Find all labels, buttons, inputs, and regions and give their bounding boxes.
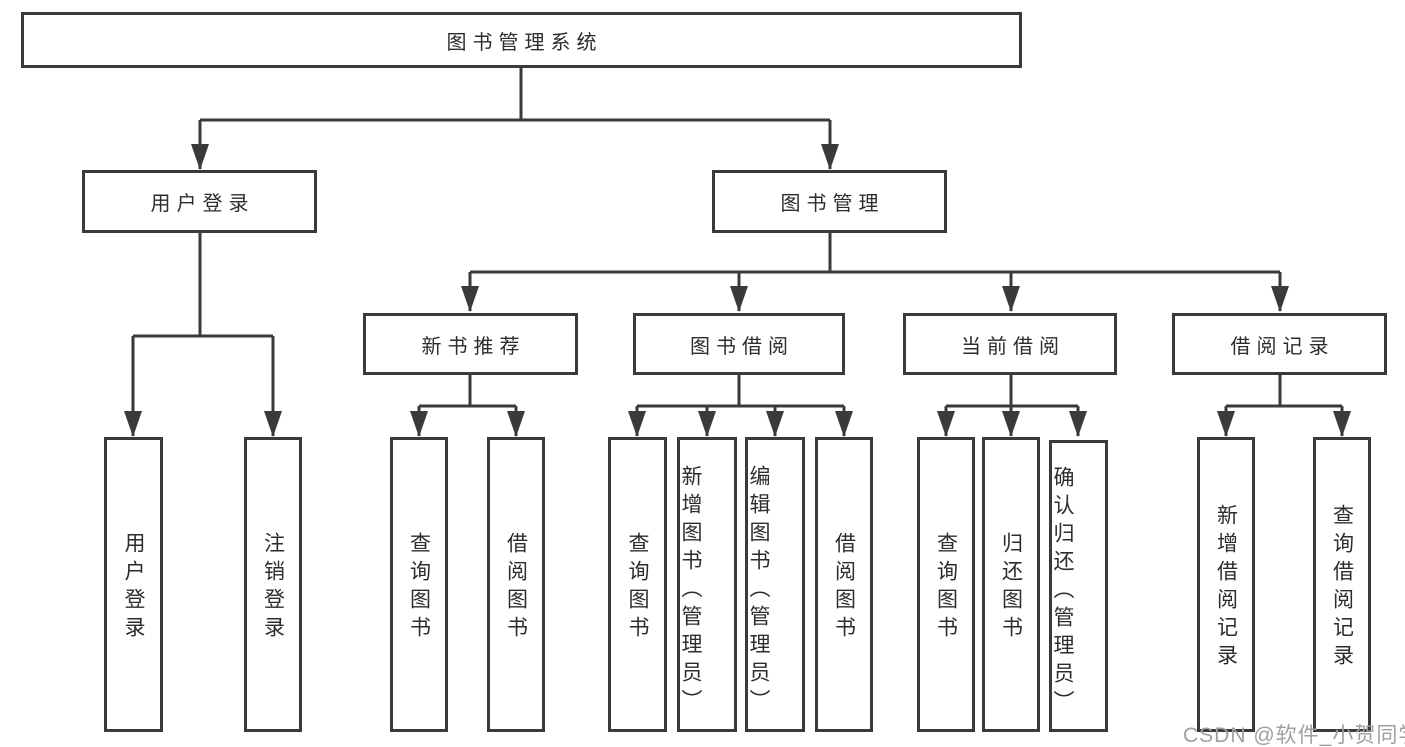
leaf-confirm-return-admin-label: 确认归还（管理员）	[1051, 466, 1074, 718]
leaf-confirm-return-admin: 确认归还（管理员）	[1049, 440, 1108, 732]
leaf-query-books-2-label: 查询图书	[626, 532, 649, 644]
leaf-add-borrow-record: 新增借阅记录	[1197, 437, 1255, 732]
node-book-management-label: 图书管理	[780, 193, 885, 215]
leaf-query-borrow-record: 查询借阅记录	[1313, 437, 1371, 732]
node-user-login: 用户登录	[82, 170, 317, 233]
node-book-management: 图书管理	[712, 170, 947, 233]
leaf-query-books-2: 查询图书	[608, 437, 667, 732]
leaf-user-login: 用户登录	[104, 437, 163, 732]
leaf-borrow-books-2: 借阅图书	[815, 437, 873, 732]
leaf-user-login-label: 用户登录	[122, 532, 145, 644]
leaf-borrow-books-1: 借阅图书	[487, 437, 545, 732]
leaf-add-borrow-record-label: 新增借阅记录	[1214, 504, 1238, 672]
leaf-return-books: 归还图书	[982, 437, 1040, 732]
leaf-edit-book-admin-label: 编辑图书（管理员）	[747, 464, 770, 717]
node-borrow-records: 借阅记录	[1172, 313, 1387, 375]
node-new-book-recommend: 新书推荐	[363, 313, 578, 375]
leaf-query-books-3-label: 查询图书	[934, 532, 958, 644]
node-book-borrow: 图书借阅	[633, 313, 845, 375]
leaf-borrow-books-2-label: 借阅图书	[832, 532, 856, 644]
leaf-add-book-admin: 新增图书（管理员）	[677, 437, 737, 732]
node-book-borrow-label: 图书借阅	[690, 335, 794, 358]
node-new-book-recommend-label: 新书推荐	[421, 335, 526, 358]
leaf-query-books-1-label: 查询图书	[407, 532, 431, 644]
leaf-borrow-books-1-label: 借阅图书	[504, 532, 528, 644]
leaf-logout: 注销登录	[244, 437, 302, 732]
node-current-borrow-label: 当前借阅	[961, 335, 1065, 358]
watermark: CSDN @软件_小贺同学	[1183, 724, 1405, 747]
leaf-query-books-3: 查询图书	[917, 437, 975, 732]
leaf-edit-book-admin: 编辑图书（管理员）	[745, 437, 805, 732]
leaf-logout-label: 注销登录	[261, 532, 285, 644]
node-borrow-records-label: 借阅记录	[1230, 335, 1335, 358]
node-user-login-label: 用户登录	[150, 193, 255, 215]
node-current-borrow: 当前借阅	[903, 313, 1117, 375]
leaf-return-books-label: 归还图书	[999, 532, 1023, 644]
leaf-add-book-admin-label: 新增图书（管理员）	[679, 464, 702, 717]
leaf-query-books-1: 查询图书	[390, 437, 448, 732]
leaf-query-borrow-record-label: 查询借阅记录	[1330, 504, 1354, 672]
node-root-label: 图书管理系统	[446, 31, 603, 54]
node-root: 图书管理系统	[21, 12, 1022, 68]
